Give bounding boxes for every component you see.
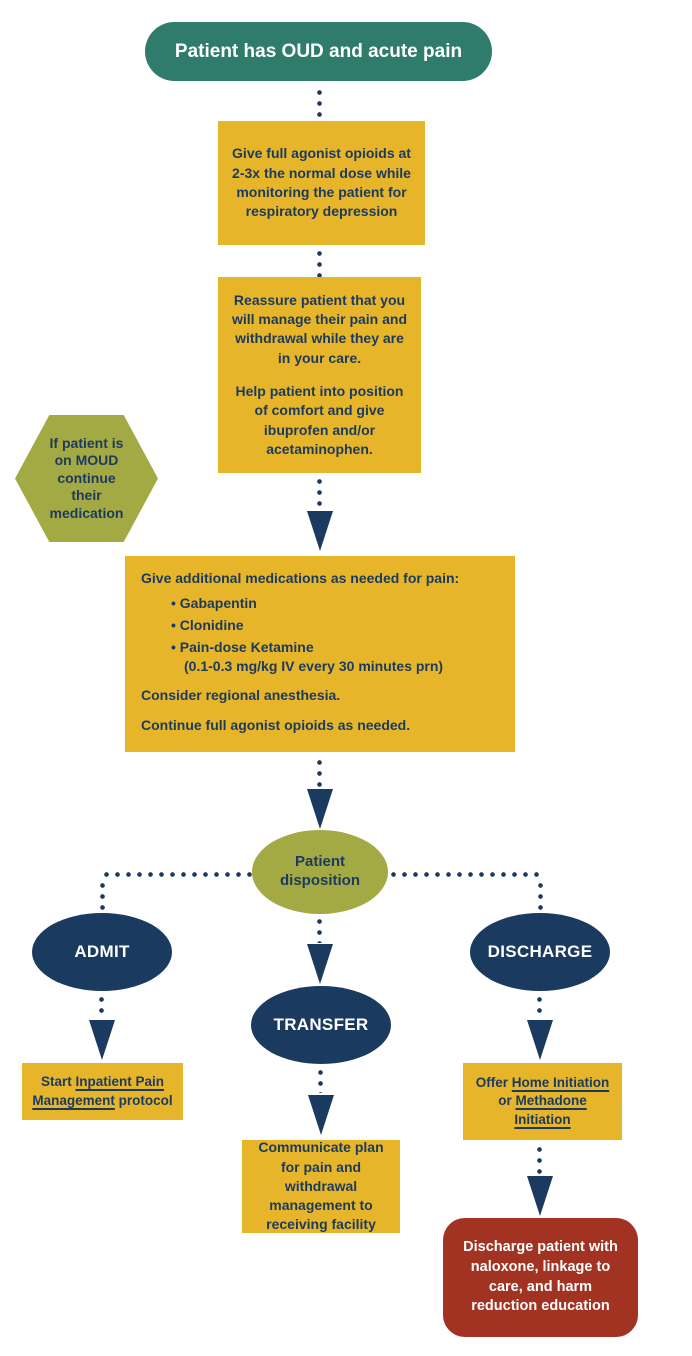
list-item: Clonidine: [171, 616, 499, 635]
discharge-action-box: Offer Home Initiation or Methadone Initi…: [463, 1063, 622, 1140]
step-text: Give full agonist opioids at 2-3x the no…: [232, 145, 411, 220]
step-paragraph: Reassure patient that you will manage th…: [231, 291, 408, 366]
step-intro: Give additional medications as needed fo…: [141, 570, 460, 586]
text-segment: protocol: [114, 1092, 173, 1108]
transfer-action-box: Communicate plan for pain and withdrawal…: [242, 1139, 400, 1233]
medication-dose-note: (0.1-0.3 mg/kg IV every 30 minutes prn): [184, 657, 444, 674]
step-full-agonist-opioids: Give full agonist opioids at 2-3x the no…: [218, 121, 425, 245]
medication-list: Gabapentin Clonidine Pain-dose Ketamine …: [141, 594, 499, 676]
dotted-connector: [388, 872, 543, 877]
dotted-connector: [537, 1144, 542, 1174]
transfer-node: TRANSFER: [251, 986, 391, 1064]
text-segment: Start: [40, 1073, 76, 1089]
list-item: Gabapentin: [171, 594, 499, 613]
step-paragraph: Help patient into position of comfort an…: [235, 383, 404, 457]
text-segment: Offer: [475, 1074, 512, 1090]
arrow-down-icon: [308, 1095, 334, 1135]
transfer-action-text: Communicate plan for pain and withdrawal…: [258, 1139, 384, 1233]
arrow-down-icon: [307, 789, 333, 829]
dotted-connector: [538, 880, 543, 911]
dotted-connector: [317, 757, 322, 788]
step-additional-medications: Give additional medications as needed fo…: [125, 556, 515, 752]
admit-action-text: Start Inpatient Pain Management protocol: [32, 1073, 173, 1110]
dotted-connector: [317, 476, 322, 509]
medication-name: Pain-dose Ketamine: [179, 638, 314, 655]
discharge-action-text: Offer Home Initiation or Methadone Initi…: [473, 1074, 612, 1130]
dotted-connector: [317, 916, 322, 943]
transfer-label: TRANSFER: [273, 1015, 369, 1034]
methadone-initiation-link[interactable]: Methadone Initiation: [514, 1093, 587, 1127]
moud-note-text: If patient is on MOUD continue their med…: [49, 434, 124, 521]
dotted-connector: [99, 994, 104, 1019]
disposition-node: Patient disposition: [252, 830, 388, 914]
dotted-connector: [100, 880, 105, 911]
arrow-down-icon: [89, 1020, 115, 1060]
medication-name: Gabapentin: [179, 594, 257, 611]
home-initiation-link[interactable]: Home Initiation: [511, 1074, 610, 1090]
step-line: Consider regional anesthesia.: [141, 687, 341, 704]
moud-note-hexagon: If patient is on MOUD continue their med…: [15, 415, 158, 542]
start-node-label: Patient has OUD and acute pain: [174, 40, 463, 62]
admit-action-box: Start Inpatient Pain Management protocol: [22, 1063, 183, 1120]
list-item: Pain-dose Ketamine (0.1-0.3 mg/kg IV eve…: [171, 638, 499, 676]
discharge-label: DISCHARGE: [487, 942, 593, 961]
medication-name: Clonidine: [179, 616, 244, 633]
disposition-label: Patient disposition: [280, 853, 360, 889]
discharge-final-text: Discharge patient with naloxone, linkage…: [463, 1239, 618, 1315]
dotted-connector: [318, 1067, 323, 1093]
discharge-final-box: Discharge patient with naloxone, linkage…: [443, 1218, 638, 1337]
step-reassure-patient: Reassure patient that you will manage th…: [218, 277, 421, 473]
dotted-connector: [537, 994, 542, 1019]
dotted-connector: [317, 248, 322, 277]
discharge-node: DISCHARGE: [470, 913, 610, 991]
arrow-down-icon: [307, 511, 333, 551]
dotted-connector: [317, 87, 322, 120]
arrow-down-icon: [307, 944, 333, 984]
admit-label: ADMIT: [74, 942, 130, 961]
dotted-connector: [101, 872, 253, 877]
text-segment: or: [498, 1093, 516, 1109]
arrow-down-icon: [527, 1020, 553, 1060]
admit-node: ADMIT: [32, 913, 172, 991]
step-line: Continue full agonist opioids as needed.: [141, 717, 411, 734]
start-node: Patient has OUD and acute pain: [145, 22, 492, 81]
arrow-down-icon: [527, 1176, 553, 1216]
inpatient-pain-management-link[interactable]: Inpatient Pain Management: [32, 1073, 165, 1108]
